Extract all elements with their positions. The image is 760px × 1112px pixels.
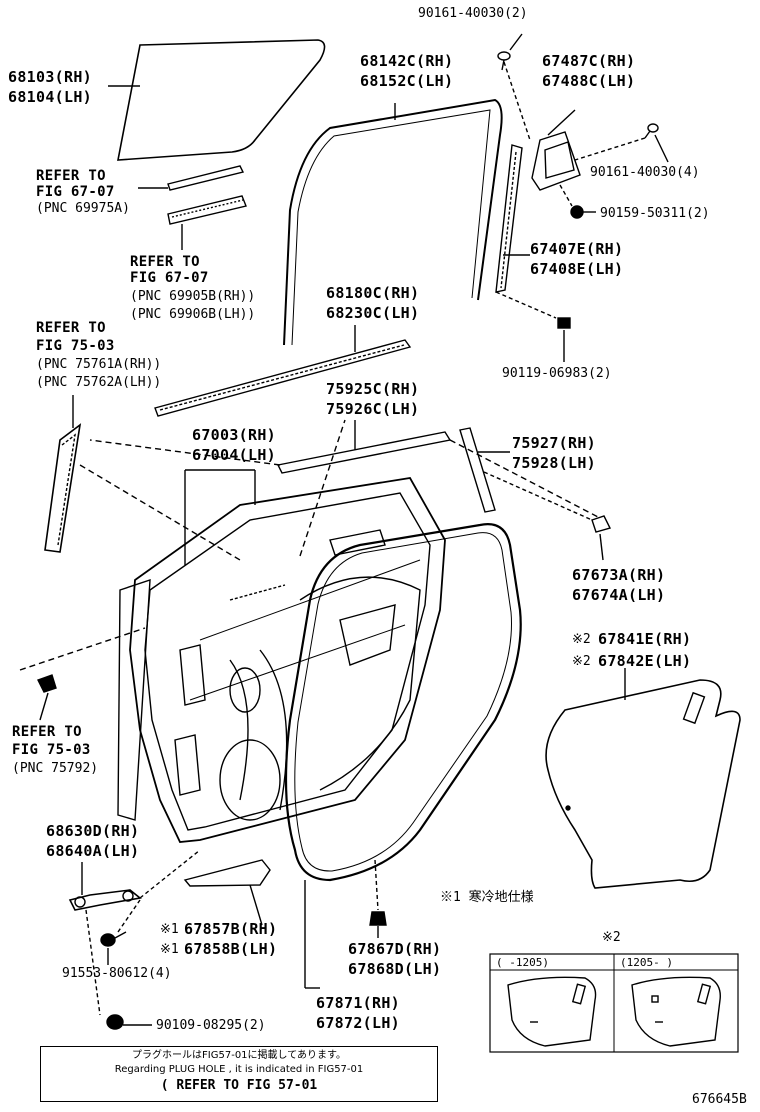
screw-top xyxy=(497,51,511,71)
door-weatherstrip xyxy=(284,523,522,882)
seal xyxy=(183,859,271,887)
label-molding-lh: 75926C(LH) xyxy=(326,400,420,418)
label-channel-lh: 67408E(LH) xyxy=(530,260,624,278)
ref4-line3: (PNC 75792) xyxy=(12,761,99,776)
ref1-line1: REFER TO xyxy=(36,168,106,184)
label-weather-lh: 68230C(LH) xyxy=(326,304,420,322)
label-clip-lh: 67674A(LH) xyxy=(572,586,666,604)
label-weather-rh: 68180C(RH) xyxy=(326,284,420,302)
leader-screw-4 xyxy=(654,134,669,163)
screw-4 xyxy=(644,123,659,139)
label-hole-cover-rh: 67841E(RH) xyxy=(598,630,692,648)
ref1-line2: FIG 67-07 xyxy=(36,184,115,200)
label-seal-lh: 67858B(LH) xyxy=(184,940,278,958)
label-run-lh: 68152C(LH) xyxy=(360,72,454,90)
ref1-line3: (PNC 69975A) xyxy=(36,201,130,216)
inset-panel xyxy=(489,953,739,1053)
ref4-line1: REFER TO xyxy=(12,724,82,740)
note-line-en: Regarding PLUG HOLE , it is indicated in… xyxy=(114,1064,364,1075)
label-molding-rh: 75925C(RH) xyxy=(326,380,420,398)
label-pad-lh: 67868D(LH) xyxy=(348,960,442,978)
ref2-line3: (PNC 69905B(RH)) xyxy=(130,289,256,304)
hole-cover xyxy=(545,679,741,889)
clip xyxy=(591,515,612,533)
label-cover-rh: 67487C(RH) xyxy=(542,52,636,70)
label-seal-rh: 67857B(RH) xyxy=(184,920,278,938)
division-channel xyxy=(495,144,523,293)
note-line-ref: ( REFER TO FIG 57-01 xyxy=(160,1078,318,1093)
ref2-line1: REFER TO xyxy=(130,254,200,270)
door-glass xyxy=(117,39,326,161)
leader-ref4 xyxy=(39,692,49,721)
bolt-90159 xyxy=(570,205,584,219)
label-panel-lh: 67004(LH) xyxy=(192,446,276,464)
label-screw-top: 90161-40030(2) xyxy=(418,6,528,21)
label-bolt-90109: 90109-08295(2) xyxy=(156,1018,266,1033)
bolt-91553 xyxy=(100,931,127,947)
pillar-garnish xyxy=(44,423,82,553)
leader-screw-top xyxy=(509,33,523,51)
pad xyxy=(369,911,387,926)
leader-clip xyxy=(599,533,604,561)
ref4-line2: FIG 75-03 xyxy=(12,742,91,758)
mark-seal-lh: ※1 xyxy=(160,942,179,957)
inset-col1: ( -1205) xyxy=(496,956,549,969)
label-check-rh: 68630D(RH) xyxy=(46,822,140,840)
leader-cover xyxy=(547,109,576,136)
label-bolt-91553: 91553-80612(4) xyxy=(62,966,172,981)
label-tape-lh: 75928(LH) xyxy=(512,454,596,472)
ref2-line2: FIG 67-07 xyxy=(130,270,209,286)
outer-molding xyxy=(276,431,452,474)
label-screw-4: 90161-40030(4) xyxy=(590,165,700,180)
label-channel-rh: 67407E(RH) xyxy=(530,240,624,258)
belt-strips xyxy=(167,165,247,225)
ref3-line2: FIG 75-03 xyxy=(36,338,115,354)
figure-id: 676645B xyxy=(692,1092,747,1107)
note-line-jp: プラグホールはFIG57-01に掲載してあります。 xyxy=(132,1050,346,1061)
label-glass-rh: 68103(RH) xyxy=(8,68,92,86)
belt-weatherstrip xyxy=(154,339,412,417)
inset-title: ※2 xyxy=(602,930,621,945)
label-wstrip-lh: 67872(LH) xyxy=(316,1014,400,1032)
leader-seal xyxy=(249,884,263,926)
label-wstrip-rh: 67871(RH) xyxy=(316,994,400,1012)
door-panel xyxy=(117,477,446,843)
ref2-line4: (PNC 69906B(LH)) xyxy=(130,307,256,322)
ref3-line3: (PNC 75761A(RH)) xyxy=(36,357,162,372)
label-pad-rh: 67867D(RH) xyxy=(348,940,442,958)
label-hole-cover-lh: 67842E(LH) xyxy=(598,652,692,670)
inset-col2: (1205- ) xyxy=(620,956,673,969)
ref3-line4: (PNC 75762A(LH)) xyxy=(36,375,162,390)
mark-seal-rh: ※1 xyxy=(160,922,179,937)
label-bolt-90119: 90119-06983(2) xyxy=(502,366,612,381)
footnote-1: ※1 寒冷地仕様 xyxy=(440,890,534,905)
mark-hole-cover-rh: ※2 xyxy=(572,632,591,647)
label-run-rh: 68142C(RH) xyxy=(360,52,454,70)
note-box: プラグホールはFIG57-01に掲載してあります。 Regarding PLUG… xyxy=(40,1046,438,1102)
bolt-90109 xyxy=(106,1014,124,1030)
corner-cover xyxy=(531,131,581,191)
label-clip-rh: 67673A(RH) xyxy=(572,566,666,584)
plug-clip xyxy=(37,674,57,693)
ref3-line1: REFER TO xyxy=(36,320,106,336)
label-cover-lh: 67488C(LH) xyxy=(542,72,636,90)
label-tape-rh: 75927(RH) xyxy=(512,434,596,452)
mark-hole-cover-lh: ※2 xyxy=(572,654,591,669)
label-bolt-90159: 90159-50311(2) xyxy=(600,206,710,221)
door-check xyxy=(68,889,142,911)
label-check-lh: 68640A(LH) xyxy=(46,842,140,860)
bolt-90119 xyxy=(557,317,571,329)
glass-run xyxy=(283,98,503,346)
label-panel-rh: 67003(RH) xyxy=(192,426,276,444)
frame-tape xyxy=(459,427,496,513)
label-glass-lh: 68104(LH) xyxy=(8,88,92,106)
